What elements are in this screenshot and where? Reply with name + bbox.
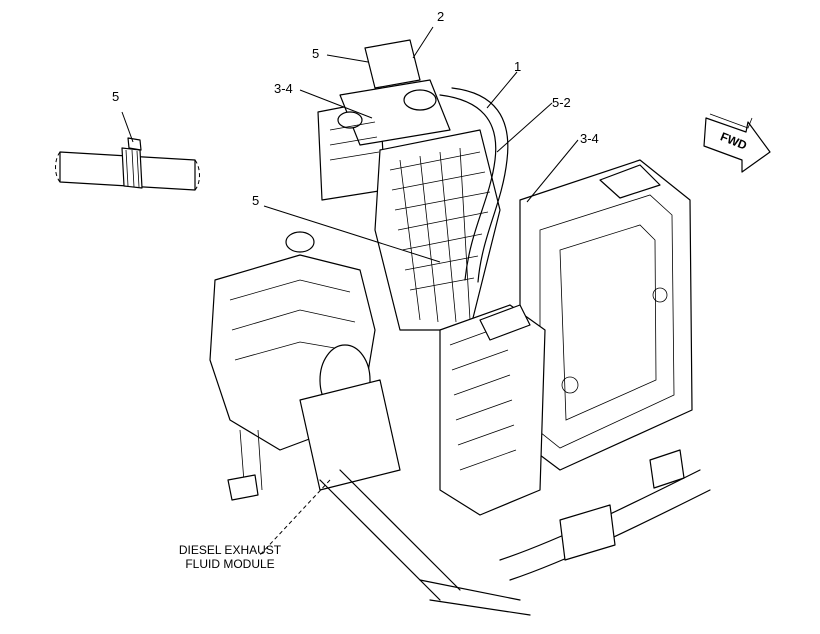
caption-line-2: FLUID MODULE <box>185 557 275 571</box>
callout-2: 2 <box>437 9 445 24</box>
pump-assembly <box>209 231 401 501</box>
callout-3-4-right: 3-4 <box>580 131 599 146</box>
fwd-arrow <box>703 113 771 173</box>
caption-line-1: DIESEL EXHAUST <box>178 543 282 557</box>
callout-5-mid: 5 <box>252 193 260 208</box>
ecm-module <box>519 159 693 471</box>
callout-1: 1 <box>514 59 522 74</box>
upper-bracket <box>317 39 451 201</box>
callout-5-left: 5 <box>112 89 120 104</box>
callout-3-4-top: 3-4 <box>274 81 293 96</box>
lattice-housing <box>374 129 501 331</box>
hoses <box>319 87 711 616</box>
hose-clamp-detail <box>55 137 200 191</box>
def-module-caption: DIESEL EXHAUST FLUID MODULE <box>150 543 310 571</box>
callout-5-2: 5-2 <box>552 95 571 110</box>
leader-lines <box>121 26 579 556</box>
callout-5-top: 5 <box>312 46 320 61</box>
def-module <box>439 304 546 516</box>
